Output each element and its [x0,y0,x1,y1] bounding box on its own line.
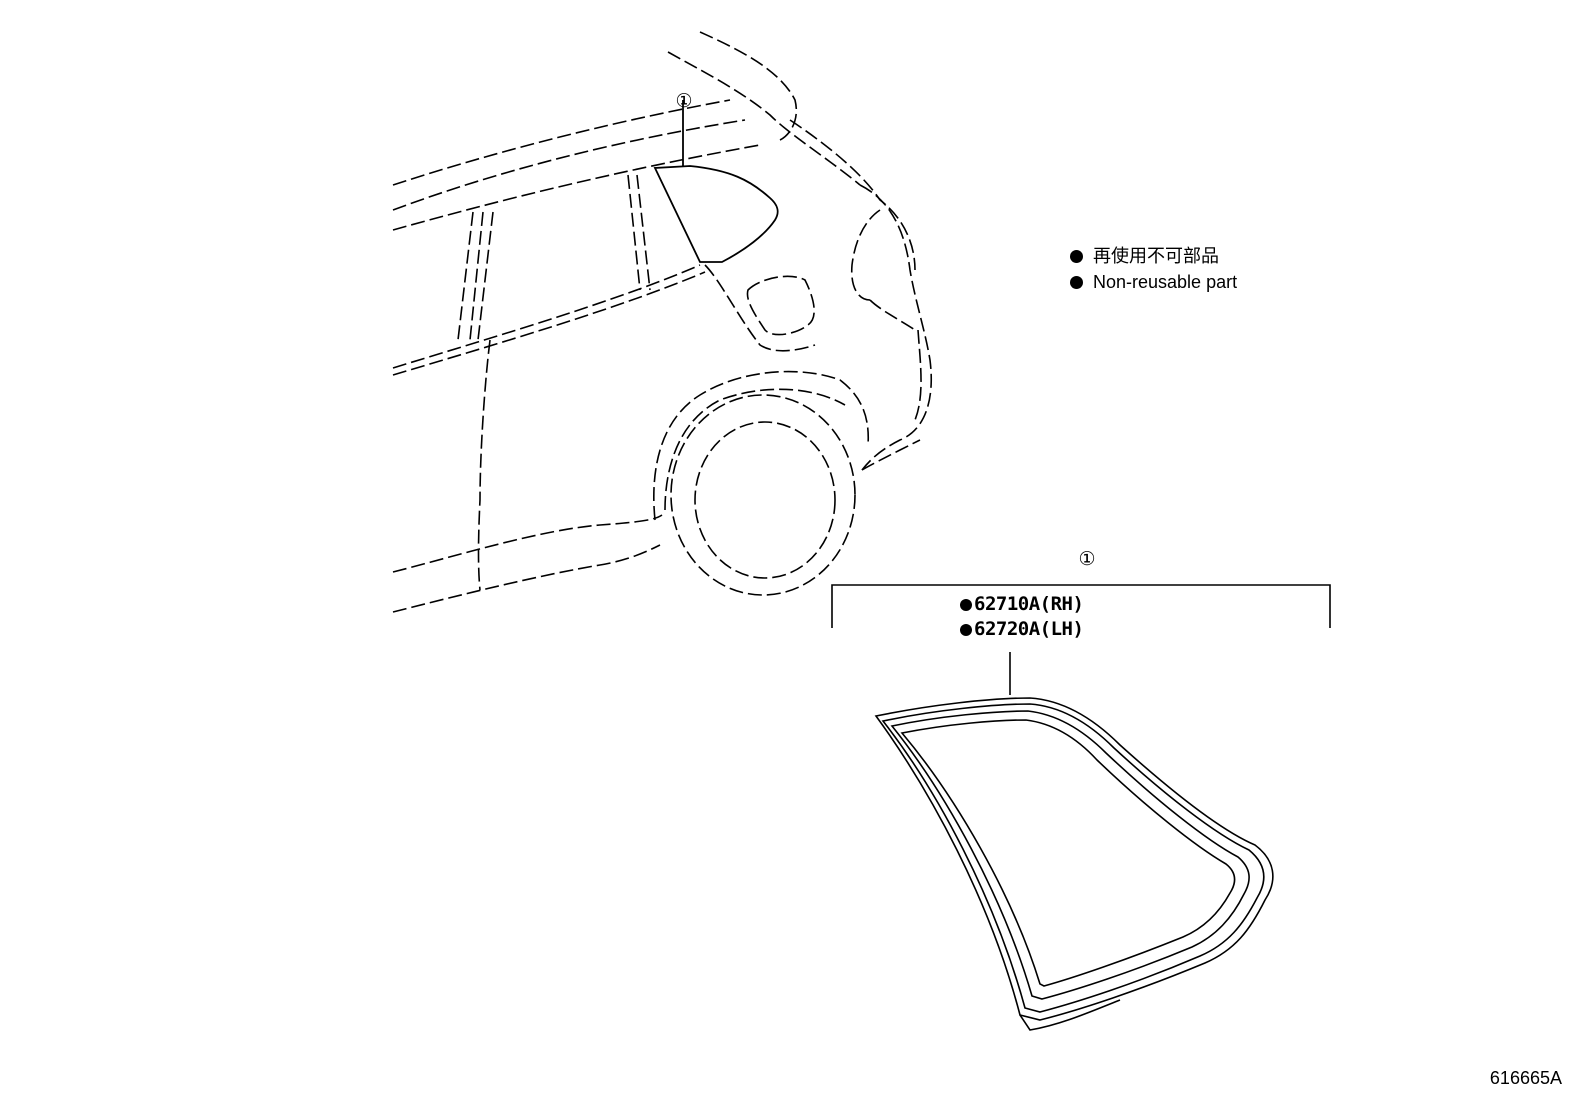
car-quarter-window [653,100,779,263]
legend-row-japanese: 再使用不可部品 [1070,243,1237,269]
non-reusable-bullet-icon [960,598,972,611]
part-number-text: 62710A(RH) [974,593,1084,615]
quarter-glass-part [874,697,1274,1031]
bullet-icon [1070,275,1083,289]
part-callout-number: ① [1078,549,1096,570]
legend-row-english: Non-reusable part [1070,269,1237,295]
car-callout-number: ① [675,91,693,112]
bullet-icon [1070,249,1083,263]
legend-text-english: Non-reusable part [1093,272,1238,292]
non-reusable-bullet-icon [960,623,972,636]
legend: 再使用不可部品 Non-reusable part [1070,243,1237,295]
diagram-reference-code: 616665A [1489,1068,1562,1088]
part-number-rh: 62710A(RH) [960,592,1084,617]
vehicle-outline [392,31,932,613]
legend-text-japanese: 再使用不可部品 [1093,246,1219,266]
callout-bracket [831,584,1331,695]
part-number-label: 62710A(RH) 62720A(LH) [960,592,1084,642]
part-number-lh: 62720A(LH) [960,617,1084,642]
part-number-text: 62720A(LH) [974,618,1084,640]
